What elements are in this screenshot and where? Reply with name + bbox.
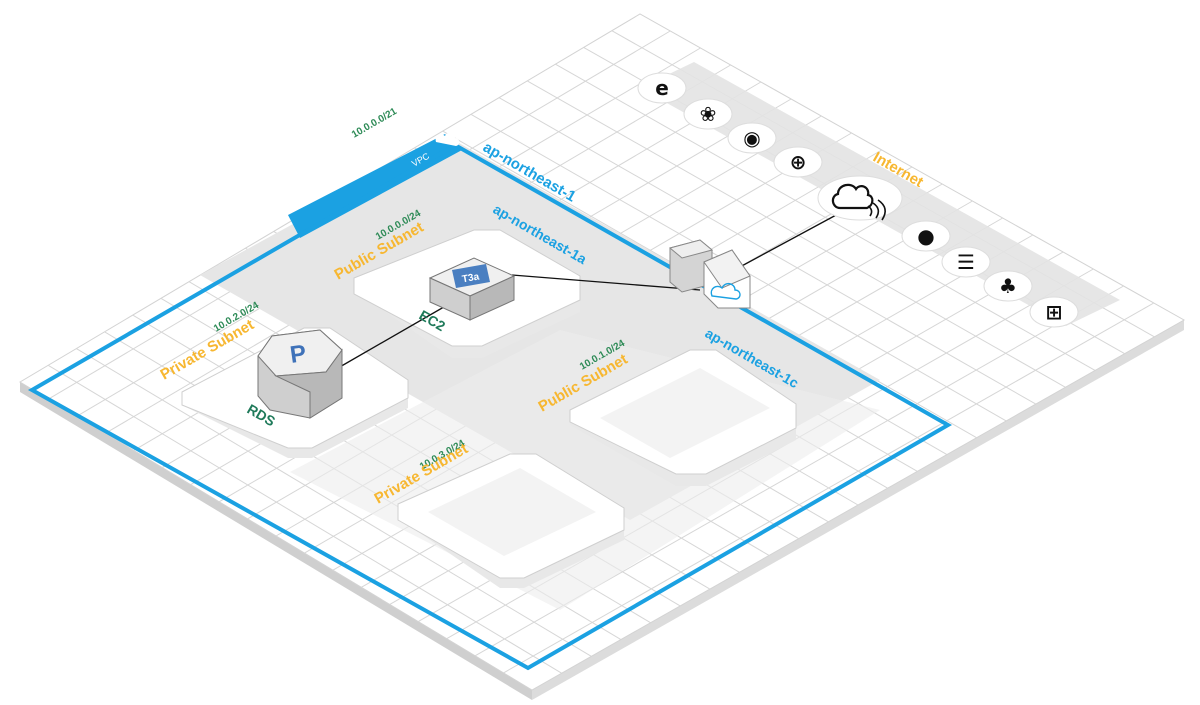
vpc-boundary	[27, 132, 953, 671]
vpc-cidr: 10.0.0.0/21	[350, 106, 399, 141]
svg-text:⊕: ⊕	[790, 150, 807, 174]
svg-text:◉: ◉	[743, 126, 760, 150]
apple-icon: ●	[901, 220, 951, 252]
svg-text:⊞: ⊞	[1046, 300, 1063, 324]
subnet-boxes	[181, 229, 797, 588]
line-gateway-to-ec2	[511, 274, 701, 291]
svg-text:☰: ☰	[957, 250, 975, 274]
subnet-private-1c	[397, 453, 625, 588]
line-internet-to-gateway	[737, 213, 839, 269]
safari-browser-icon: ⊕	[773, 146, 823, 178]
svg-text:♣: ♣	[999, 274, 1017, 298]
firefox-browser-icon: ❀	[683, 98, 733, 130]
internet-gateway	[668, 239, 751, 309]
linux-icon: ♣	[983, 270, 1033, 302]
connections	[337, 213, 839, 369]
subnet-public-1c	[569, 349, 797, 486]
line-ec2-to-rds	[337, 299, 457, 369]
svg-text:❀: ❀	[700, 102, 717, 126]
internet-clients: e ❀ ◉ ⊕ ● ☰ ♣ ⊞	[637, 72, 1079, 328]
android-icon: ☰	[941, 246, 991, 278]
postgres-p-icon: P	[288, 340, 308, 369]
ec2-instance: T3a	[428, 257, 516, 321]
windows-icon: ⊞	[1029, 296, 1079, 328]
rds-instance: P	[257, 329, 343, 419]
cloud-icon	[435, 132, 460, 146]
internet-gateway-cloud-icon	[710, 283, 741, 300]
chrome-browser-icon: ◉	[727, 122, 777, 154]
ec2-badge: T3a	[461, 271, 480, 285]
cloud-signal-icon	[831, 183, 874, 210]
edge-browser-icon: e	[637, 72, 687, 104]
svg-text:●: ●	[917, 224, 934, 248]
internet-cloud	[817, 175, 903, 221]
svg-text:e: e	[655, 76, 669, 100]
